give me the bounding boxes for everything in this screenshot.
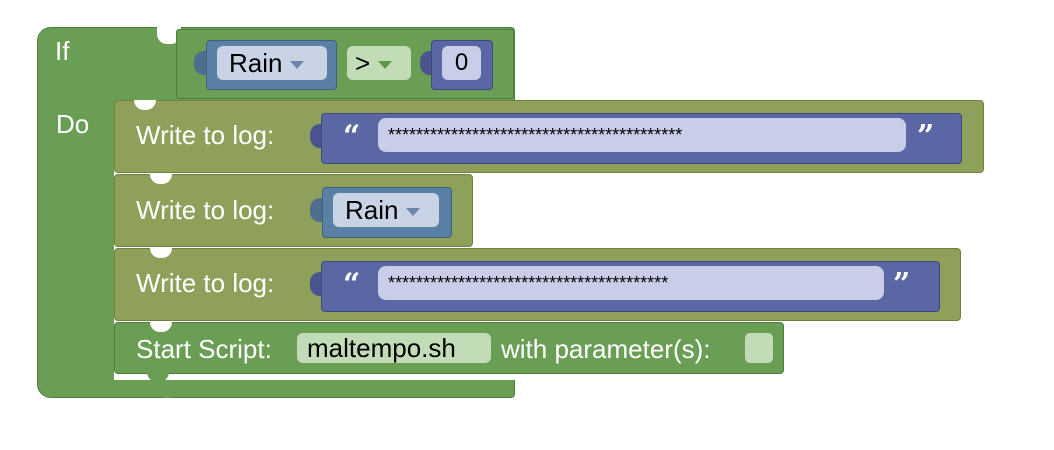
script-name-field[interactable]: maltempo.sh <box>297 333 491 363</box>
dropdown-caret-icon <box>378 61 393 70</box>
number-field[interactable]: 0 <box>442 46 481 80</box>
block-notch <box>150 174 172 184</box>
block-bottom-tab <box>147 372 169 382</box>
log-text-field[interactable]: ****************************************… <box>378 118 906 152</box>
with-parameters-label: with parameter(s): <box>501 334 711 364</box>
variable-dropdown[interactable]: Rain <box>333 193 439 227</box>
operator-value: > <box>355 48 371 78</box>
if-block-top-notch <box>157 26 181 44</box>
variable-dropdown[interactable]: Rain <box>217 46 327 80</box>
close-quote-icon: ” <box>893 267 911 302</box>
operator-dropdown[interactable]: > <box>347 46 411 80</box>
write-to-log-label: Write to log: <box>136 195 275 225</box>
dropdown-caret-icon <box>406 208 421 217</box>
dropdown-caret-icon <box>290 61 305 70</box>
text-connector <box>310 272 324 296</box>
start-script-label: Start Script: <box>136 334 272 364</box>
close-quote-icon: ” <box>917 119 935 154</box>
open-quote-icon: “ <box>343 119 361 154</box>
write-to-log-label: Write to log: <box>136 268 275 298</box>
text-connector <box>310 124 324 148</box>
block-notch <box>150 322 172 332</box>
variable-dropdown-value: Rain <box>345 195 399 225</box>
if-label: If <box>55 36 70 66</box>
open-quote-icon: “ <box>343 267 361 302</box>
block-notch <box>150 248 172 258</box>
if-block-bottom-tab <box>157 380 177 398</box>
block-notch <box>134 100 156 110</box>
number-connector <box>420 51 434 75</box>
parameters-field[interactable] <box>745 333 773 363</box>
variable-dropdown-value: Rain <box>229 48 283 78</box>
comparison-left-connector <box>194 51 208 75</box>
variable-connector <box>310 198 324 222</box>
do-label: Do <box>56 109 90 139</box>
write-to-log-label: Write to log: <box>136 120 275 150</box>
log-text-field[interactable]: **************************************** <box>378 266 884 300</box>
